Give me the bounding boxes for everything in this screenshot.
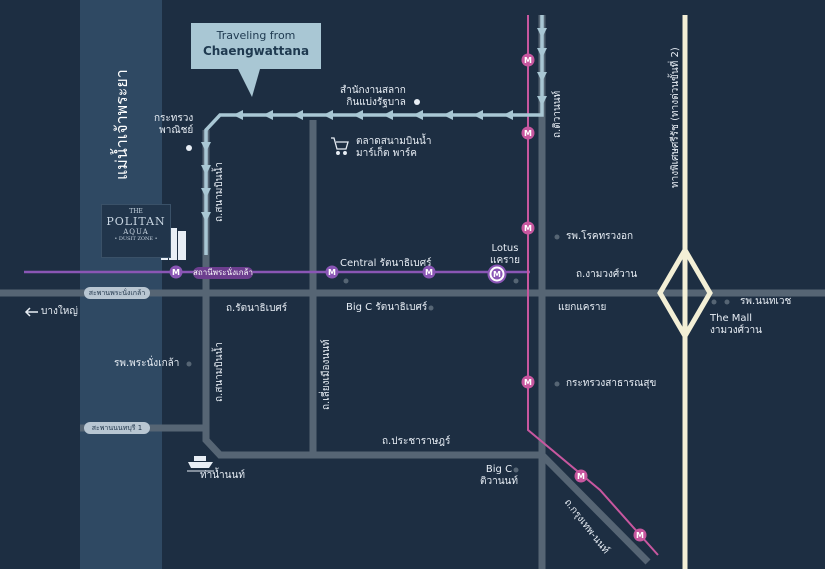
cart-icon (331, 137, 349, 155)
expressway-interchange (657, 248, 713, 341)
svg-text:M: M (636, 531, 644, 540)
road-tiwanon-label: ถ.ติวานนท์ (552, 90, 563, 138)
road-prachaorat-label: ถ.ประชาราษฎร์ (382, 436, 451, 447)
bigc-rattanathibet-label: Big C รัตนาธิเบศร์ (346, 302, 428, 313)
svg-text:M: M (577, 472, 585, 481)
project-logo-small: THE (129, 208, 143, 215)
bridge-pranangklao-tag: สะพานพระนั่งเกล้า (84, 287, 150, 299)
svg-text:M: M (524, 224, 532, 233)
metro-station-pink-5[interactable]: M (574, 469, 588, 483)
metro-station-pink-2[interactable]: M (521, 126, 535, 140)
metro-station-rattanathibet[interactable]: M (422, 265, 436, 279)
market-label: ตลาดสนามบินน้ำมาร์เก็ต พาร์ค (356, 136, 432, 159)
the-mall-dot (724, 299, 730, 305)
road-sanambinnam-top-label: ถ.สนามบินน้ำ (214, 161, 225, 222)
road-liang-mueang-label: ถ.เลี่ยงเมืองนนท์ (321, 339, 332, 410)
bigc-rattanathibet-dot (428, 305, 434, 311)
expressway-label: ทางพิเศษศรีรัช (ทางด่วนขั้นที่ 2) (670, 47, 681, 188)
road-krungthep-nonthaburi (539, 452, 651, 565)
commerce-ministry-dot (186, 145, 192, 151)
route-arrows (201, 28, 547, 222)
bridge-nonthaburi1-tag: สะพานนนทบุรี 1 (84, 422, 150, 434)
left-arrow-icon (24, 307, 38, 317)
khae-rai-junction-label: แยกแคราย (558, 302, 607, 313)
pier-label: ท่าน้ำนนท์ (200, 470, 245, 481)
metro-station-khae-rai-interchange[interactable]: M (487, 264, 507, 284)
project-logo-brand: • DUSIT ZONE • (114, 236, 158, 242)
chest-hospital-label: รพ.โรคทรวงอก (566, 231, 634, 242)
lotus-dot (513, 278, 519, 284)
river-label: แม่น้ำเจ้าพระยา (112, 69, 131, 180)
lottery-office-dot (414, 99, 420, 105)
project-logo[interactable]: THE POLITAN AQUA • DUSIT ZONE • (101, 204, 171, 258)
health-ministry-label: กระทรวงสาธารณสุข (566, 378, 657, 389)
road-ngamwongwan-label: ถ.งามวงศ์วาน (576, 269, 638, 280)
svg-text:M: M (524, 56, 532, 65)
callout-tail (238, 69, 260, 97)
metro-station-central[interactable]: M (325, 265, 339, 279)
travel-callout: Traveling from Chaengwattana (191, 23, 321, 69)
svg-text:M: M (328, 268, 336, 277)
metro-station-pink-1[interactable]: M (521, 53, 535, 67)
bigc-tiwanon-dot (513, 467, 519, 473)
metro-station-pink-4[interactable]: M (521, 375, 535, 389)
health-ministry-dot (554, 381, 560, 387)
pranangklao-hospital-dot (186, 361, 192, 367)
station-label-pranangklao: สถานีพระนั่งเกล้า (193, 267, 253, 279)
nonthavej-dot (711, 299, 717, 305)
svg-text:M: M (524, 378, 532, 387)
project-logo-name: POLITAN (106, 215, 166, 228)
central-label: Central รัตนาธิเบศร์ (340, 258, 432, 269)
nonthavej-label: รพ.นนทเวช (740, 296, 792, 307)
metro-station-pranangklao[interactable]: M (169, 265, 183, 279)
callout-line1: Traveling from (216, 29, 296, 42)
pink-line (527, 15, 659, 556)
callout-line2: Chaengwattana (202, 44, 310, 58)
svg-text:M: M (425, 268, 433, 277)
svg-text:M: M (172, 268, 180, 277)
central-dot (343, 278, 349, 284)
chest-hospital-dot (554, 234, 560, 240)
road-sanambinnam-bottom-label: ถ.สนามบินน้ำ (214, 341, 225, 402)
lottery-office-label: สำนักงานสลากกินแบ่งรัฐบาล (340, 85, 406, 108)
project-logo-sub: AQUA (123, 228, 149, 236)
svg-text:M: M (524, 129, 532, 138)
metro-station-pink-6[interactable]: M (633, 528, 647, 542)
boat-icon (187, 456, 214, 472)
metro-station-pink-3[interactable]: M (521, 221, 535, 235)
svg-text:M: M (493, 270, 501, 279)
commerce-ministry-label: กระทรวงพาณิชย์ (154, 113, 194, 136)
pranangklao-hospital-label: รพ.พระนั่งเกล้า (114, 358, 180, 369)
river (80, 0, 162, 569)
left-exit-label: บางใหญ่ (41, 306, 78, 317)
road-sanambinnam (202, 130, 540, 459)
road-rattanathibet-label: ถ.รัตนาธิเบศร์ (226, 303, 288, 314)
